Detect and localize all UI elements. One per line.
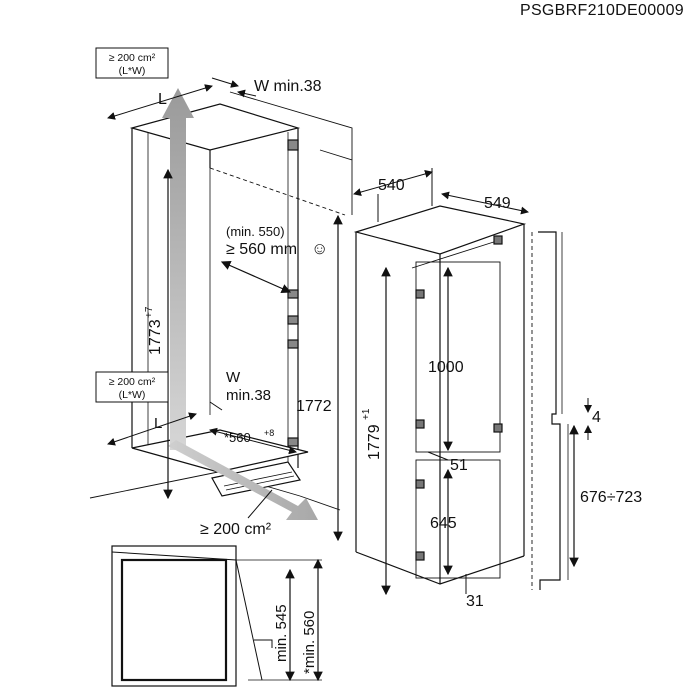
door-gap: 4 — [592, 409, 601, 426]
vent-top-dims-lines — [107, 77, 257, 120]
vent-bottom-L: L — [154, 415, 162, 432]
document-code: PSGBRF210DE00009 — [519, 2, 684, 19]
appliance-height: 1779 — [366, 424, 383, 460]
depth-min-560: *min. 560 — [301, 611, 318, 674]
vent-top-area: ≥ 200 cm² — [109, 52, 156, 64]
appliance-height-tol: +1 — [361, 408, 372, 420]
niche-width-tol: +8 — [264, 428, 274, 438]
upper-door: 1000 — [428, 359, 464, 376]
vent-top-W: W min.38 — [254, 78, 322, 95]
door-height: 1772 — [296, 398, 332, 415]
vent-bottom-L-arrow — [107, 412, 197, 446]
vent-bottom-W-arrow — [209, 401, 223, 411]
depth-recommended: ≥ 560 mm — [226, 241, 297, 258]
section-detail — [111, 545, 322, 687]
appliance — [353, 205, 527, 585]
vent-bottom-box: ≥ 200 cm² (L*W) — [95, 371, 169, 403]
niche-width-arrow — [209, 427, 297, 455]
gap-leader — [427, 451, 449, 461]
niche-height-value: 1773 — [147, 319, 164, 355]
foot: 31 — [466, 593, 484, 610]
depth-min-note: (min. 550) — [226, 224, 285, 239]
vent-bottom-dims: (L*W) — [119, 389, 146, 401]
plinth-vent: ≥ 200 cm² — [200, 521, 272, 538]
appliance-depth: 549 — [484, 195, 511, 212]
vent-bottom-W: W — [226, 369, 241, 386]
gap: 51 — [450, 457, 468, 474]
lower-door: 645 — [430, 515, 457, 532]
appliance-top-dims — [353, 168, 529, 222]
niche-height-tol: +7 — [144, 306, 155, 318]
depth-arrow — [220, 260, 292, 294]
niche-cabinet — [89, 91, 353, 511]
door-range: 676÷723 — [580, 489, 642, 506]
vent-top-box: ≥ 200 cm² (L*W) — [95, 47, 169, 79]
depth-min-545: min. 545 — [273, 604, 290, 662]
vent-top-L: L — [158, 91, 167, 108]
side-profile — [531, 231, 569, 590]
vent-bottom-area: ≥ 200 cm² — [109, 376, 156, 388]
appliance-width: 540 — [378, 177, 405, 194]
smiley-icon: ☺ — [311, 239, 328, 258]
vent-top-dims: (L*W) — [119, 65, 146, 77]
plinth-vent-leader — [247, 489, 273, 519]
vent-bottom-W-min: min.38 — [226, 387, 271, 404]
